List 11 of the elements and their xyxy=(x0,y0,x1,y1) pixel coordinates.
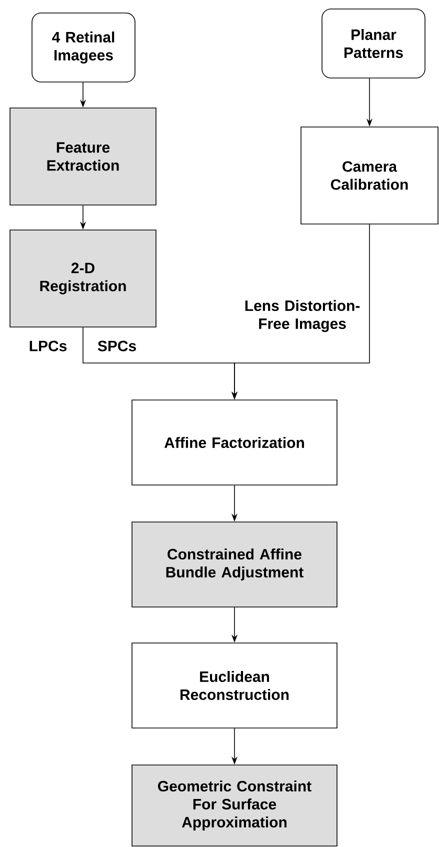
input-box: 4 Retinal Imagees xyxy=(32,12,136,82)
process-box: Constrained Affine Bundle Adjustment xyxy=(132,522,338,608)
edge-label: Lens Distortion-Free Images xyxy=(241,298,364,334)
process-box: Camera Calibration xyxy=(300,126,438,224)
process-box: 2-D Registration xyxy=(10,230,156,328)
process-box: Feature Extraction xyxy=(10,108,156,206)
process-box: Affine Factorization xyxy=(132,400,338,486)
process-box: Geometric Constraint For Surface Approximation xyxy=(132,764,338,846)
process-box: Euclidean Reconstruction xyxy=(132,642,338,728)
line-label: SPCs xyxy=(98,340,136,352)
input-box: Planar Patterns xyxy=(322,8,426,78)
